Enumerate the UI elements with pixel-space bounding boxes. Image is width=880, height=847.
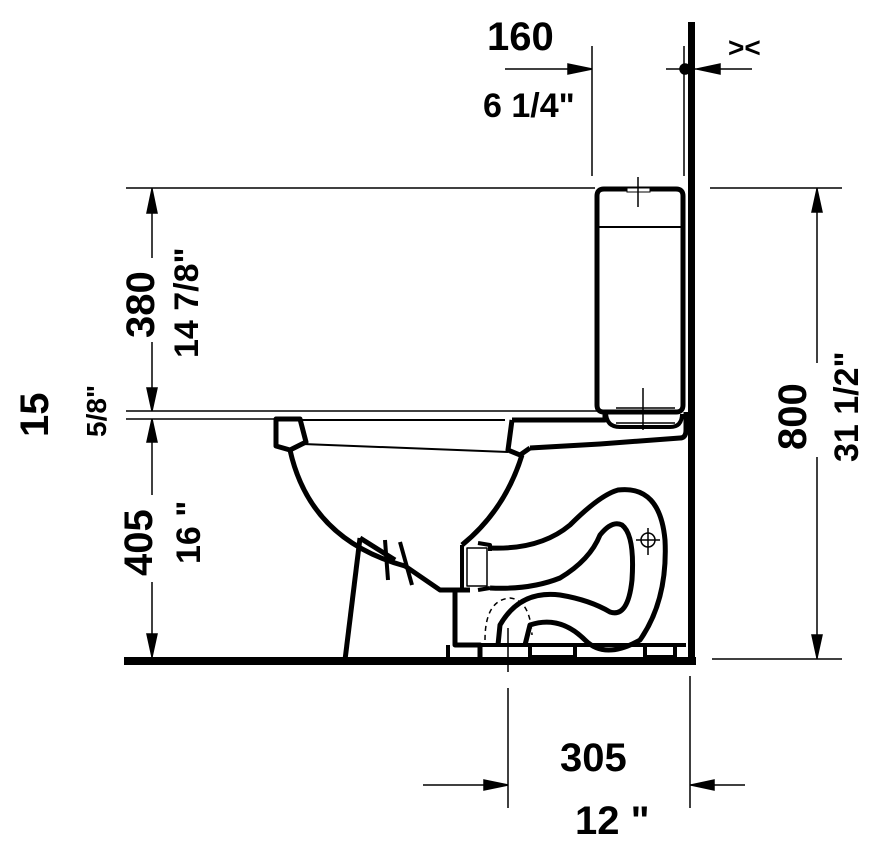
floor-line	[124, 657, 696, 665]
trapway	[480, 487, 686, 659]
dim-380-mm: 380	[119, 271, 163, 338]
wall-line	[688, 22, 695, 665]
dimension-left-verticals	[126, 187, 600, 658]
dim-380-inch: 14 7/8"	[168, 247, 206, 358]
cistern-tank	[594, 177, 686, 430]
dim-405-inch: 16 "	[170, 501, 208, 564]
toilet-bowl	[273, 412, 689, 661]
dimension-tank-offset	[505, 46, 752, 176]
dim-160-mm: 160	[487, 15, 554, 59]
dim-305-inch: 12 "	[575, 799, 650, 843]
dim-15-mm: 15	[13, 393, 57, 438]
dim-405-mm: 405	[117, 509, 161, 576]
centerline-marks	[507, 528, 660, 672]
dim-305-mm: 305	[560, 736, 627, 780]
wall-clearance-symbol: ><	[728, 32, 761, 63]
dim-800-mm: 800	[771, 383, 815, 450]
dim-160-inch: 6 1/4"	[483, 87, 575, 125]
dimension-rough-in	[423, 676, 745, 808]
dim-15-inch: 5/8"	[81, 385, 112, 437]
dimension-overall-height	[710, 187, 842, 660]
dim-800-inch: 31 1/2"	[828, 351, 866, 462]
